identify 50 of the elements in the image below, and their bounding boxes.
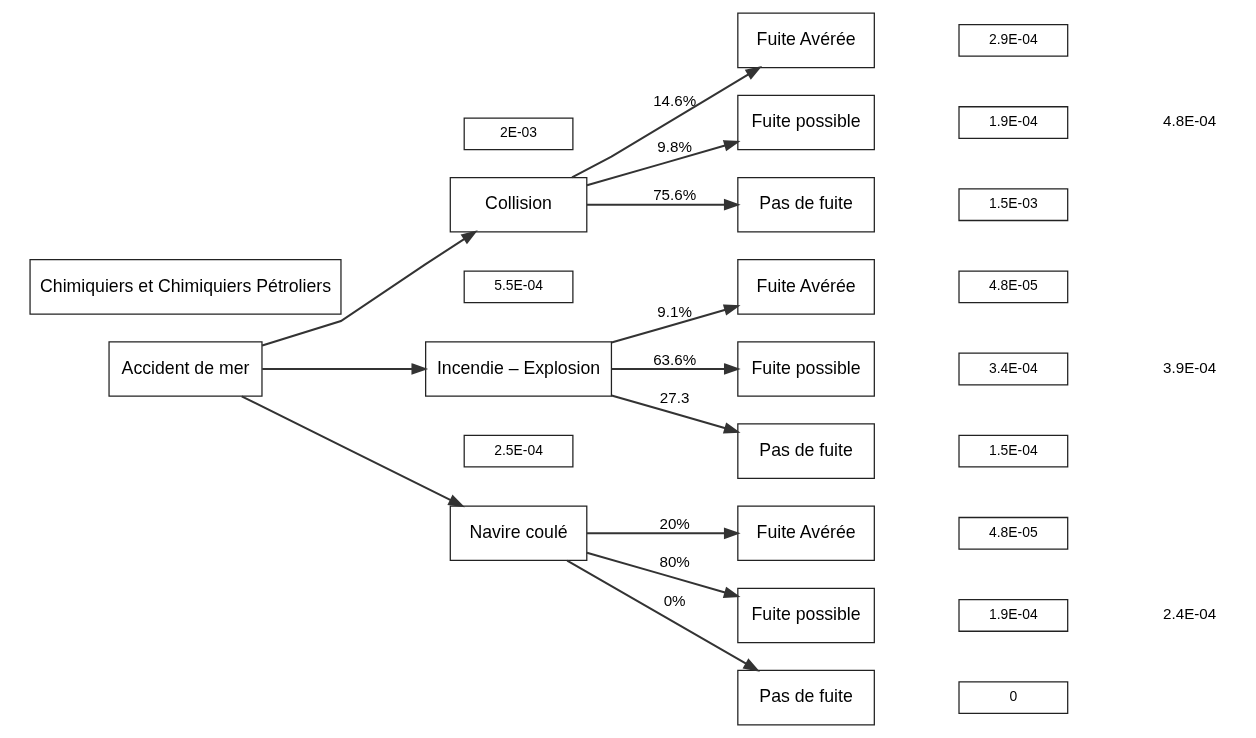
arrow — [571, 66, 762, 179]
node-box: 4.8E-05 — [957, 270, 1068, 304]
node-box: 0 — [957, 681, 1068, 715]
node-box: Fuite Avérée — [736, 505, 875, 562]
edge-label: 20% — [658, 515, 690, 533]
label: 3.9E-04 — [1162, 358, 1216, 376]
node-box: Accident de mer — [107, 341, 263, 397]
node-box: 2E-03 — [463, 117, 573, 151]
node-box: Pas de fuite — [736, 669, 875, 726]
arrow — [610, 394, 741, 434]
node-box: 2.9E-04 — [957, 23, 1068, 57]
node-box: Fuite Avérée — [736, 259, 875, 315]
label: 2.4E-04 — [1162, 605, 1216, 623]
edge-label: 80% — [658, 552, 690, 570]
node-box: Fuite Avérée — [736, 12, 875, 69]
label: 4.8E-04 — [1162, 112, 1216, 130]
edge-label: 9.8% — [656, 138, 692, 156]
node-box: 4.8E-05 — [957, 516, 1068, 550]
edge-label: 0% — [663, 592, 686, 610]
node-box: Collision — [449, 176, 587, 233]
arrow — [586, 551, 740, 598]
node-box: 2.5E-04 — [463, 434, 573, 468]
node-box: 3.4E-04 — [957, 352, 1068, 386]
node-box: Fuite possible — [736, 94, 875, 151]
edge-label: 14.6% — [652, 91, 696, 109]
arrow — [261, 230, 478, 347]
node-box: 1.5E-03 — [957, 188, 1068, 222]
node-box: Chimiquiers et Chimiquiers Pétroliers — [28, 259, 342, 315]
arrow — [240, 395, 465, 508]
node-box: Fuite possible — [736, 341, 875, 397]
node-box: 1.9E-04 — [957, 599, 1068, 632]
arrow — [611, 363, 741, 375]
node-box: Pas de fuite — [736, 176, 875, 233]
node-box: Fuite possible — [736, 587, 875, 644]
arrow — [610, 304, 741, 344]
node-box: Pas de fuite — [736, 423, 875, 479]
arrow — [586, 140, 740, 187]
edge-label: 27.3 — [659, 388, 689, 406]
node-box: 1.5E-04 — [957, 434, 1068, 468]
node-box: 1.9E-04 — [957, 106, 1068, 139]
node-box: Navire coulé — [449, 505, 587, 562]
arrow — [586, 198, 741, 211]
node-box: Incendie – Explosion — [424, 341, 612, 397]
arrow — [586, 527, 741, 540]
arrow — [566, 559, 760, 672]
edge-label: 9.1% — [656, 302, 692, 320]
edge-label: 63.6% — [652, 350, 696, 368]
arrow — [261, 363, 428, 375]
edge-label: 75.6% — [652, 186, 696, 204]
node-box: 5.5E-04 — [463, 270, 573, 304]
